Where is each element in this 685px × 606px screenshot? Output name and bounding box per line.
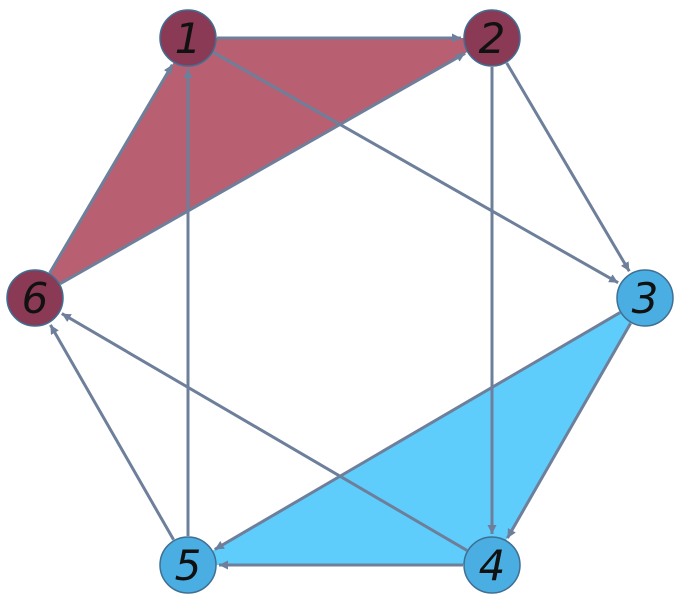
node-2-label: 2	[479, 14, 506, 63]
edge-2-3	[505, 62, 631, 273]
node-1-label: 1	[175, 14, 202, 63]
node-2-circle	[463, 9, 521, 67]
node-4-label: 4	[479, 541, 506, 590]
edge-4-6	[61, 312, 468, 552]
node-3-label: 3	[632, 274, 659, 323]
node-6-label: 6	[22, 274, 49, 323]
edge-3-5	[214, 311, 621, 551]
node-4: 4	[463, 536, 521, 594]
edge-5-6	[49, 324, 175, 541]
node-3-circle	[616, 269, 674, 327]
edge-6-2	[59, 51, 466, 286]
edges-layer	[48, 33, 632, 570]
edge-3-4	[506, 322, 632, 539]
node-1: 1	[159, 9, 217, 67]
edge-1-3	[212, 50, 619, 285]
node-6: 6	[6, 269, 64, 327]
node-3: 3	[616, 269, 674, 327]
node-5-circle	[159, 536, 217, 594]
node-1-circle	[159, 9, 217, 67]
node-6-circle	[6, 269, 64, 327]
node-4-circle	[463, 536, 521, 594]
node-5: 5	[159, 536, 217, 594]
node-5-label: 5	[175, 541, 202, 590]
node-2: 2	[463, 9, 521, 67]
edge-6-1	[48, 63, 174, 274]
